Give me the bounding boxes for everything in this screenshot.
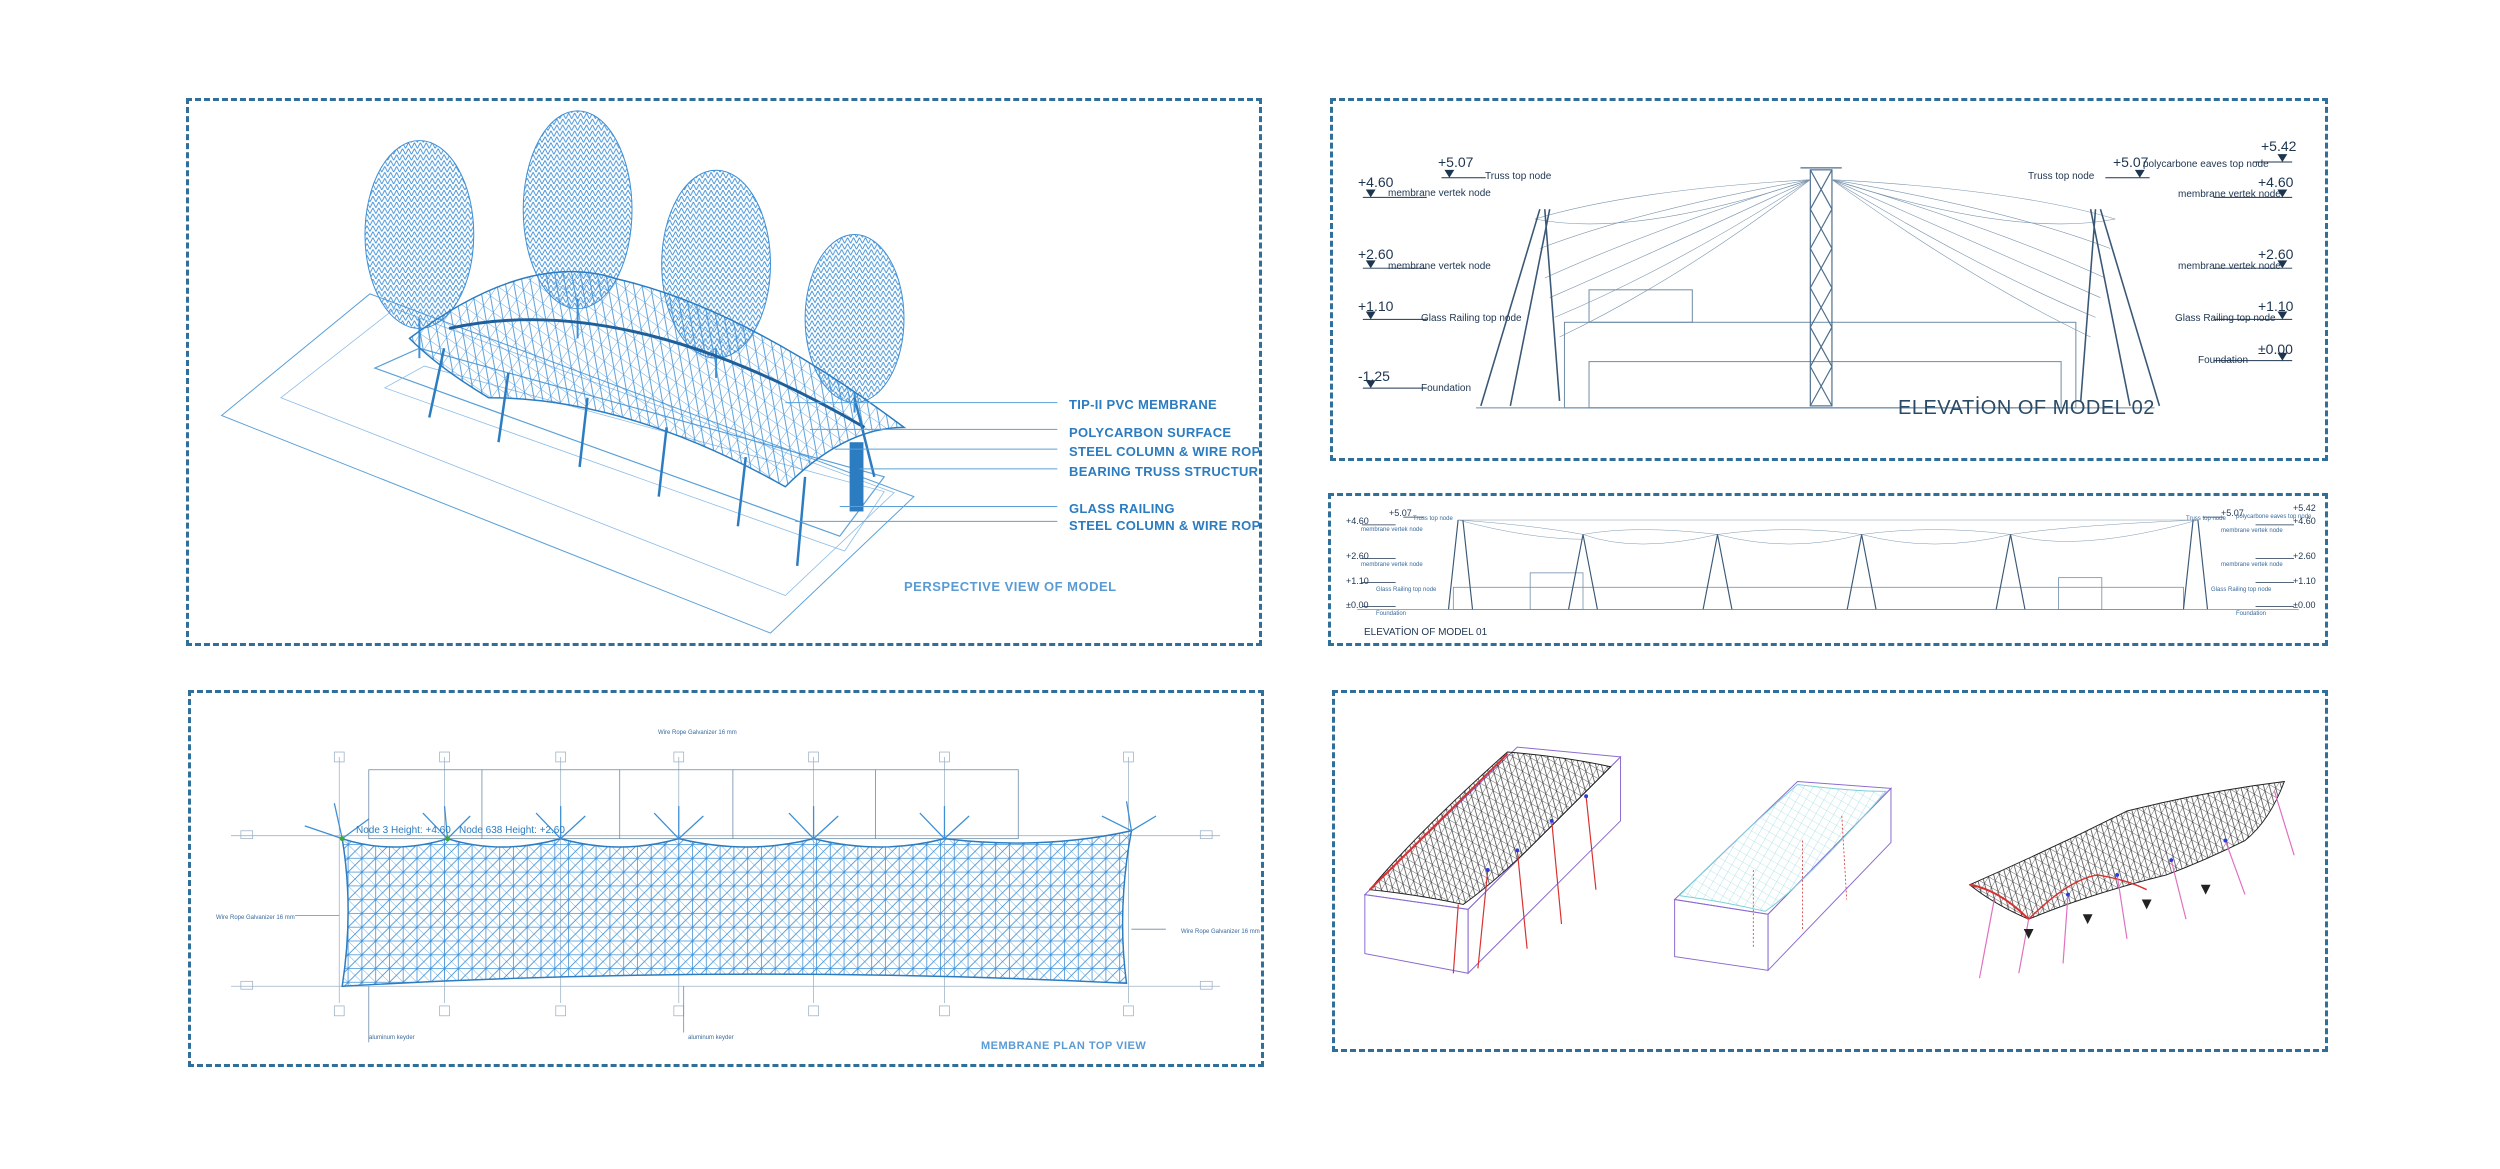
plan-bottom-note-b: aluminum keyder — [688, 1035, 734, 1041]
right-level-label-2: membrane vertek node — [2178, 261, 2281, 272]
right-level-value-1: +4.60 — [2258, 174, 2294, 190]
callout-steel-column-1: STEEL COLUMN & WIRE ROPE — [1069, 444, 1262, 459]
e01-right-label-2: membrane vertek node — [2221, 562, 2283, 568]
right-eaves-value: +5.42 — [2261, 138, 2297, 154]
e01-right-label-4: Foundation — [2236, 611, 2267, 617]
perspective-panel: TIP-II PVC MEMBRANE POLYCARBON SURFACE S… — [186, 98, 1262, 646]
right-level-label-4: Foundation — [2198, 355, 2249, 366]
right-top-value: +5.07 — [2113, 154, 2149, 170]
e01-right-eaves-value: +5.42 — [2293, 503, 2316, 513]
e01-left-top-value: +5.07 — [1389, 508, 1412, 518]
e01-left-value-2: +2.60 — [1346, 551, 1369, 561]
plan-node-638: Node 638 Height: +2.60 — [459, 825, 565, 836]
analysis-models-drawing — [1363, 746, 2295, 979]
e01-left-value-1: +4.60 — [1346, 516, 1369, 526]
membrane-plan-panel: Wire Rope Galvanizer 16 mm Wire Rope Gal… — [188, 690, 1264, 1067]
right-level-label-3: Glass Railing top node — [2175, 313, 2276, 324]
perspective-drawing — [220, 110, 1058, 634]
plan-bottom-note-a: aluminum keyder — [369, 1035, 415, 1041]
callout-steel-column-2: STEEL COLUMN & WIRE ROPE — [1069, 518, 1262, 533]
right-level-value-4: ±0.00 — [2258, 341, 2293, 357]
e01-left-top-label: Truss top node — [1413, 516, 1453, 522]
e01-right-value-1: +4.60 — [2293, 516, 2316, 526]
plan-title: MEMBRANE PLAN TOP VIEW — [981, 1040, 1147, 1052]
plan-left-note: Wire Rope Galvanizer 16 mm — [216, 915, 295, 921]
right-eaves-label: polycarbone eaves top node — [2143, 159, 2269, 170]
plan-top-note: Wire Rope Galvanizer 16 mm — [658, 730, 737, 736]
elevation-01-drawing — [1357, 516, 2299, 610]
callout-glass-railing: GLASS RAILING — [1069, 501, 1175, 516]
left-level-value-1: +4.60 — [1358, 174, 1394, 190]
left-level-value-4: -1.25 — [1358, 368, 1390, 384]
plan-node-3: Node 3 Height: +4.60 — [356, 825, 451, 836]
e01-right-label-3: Glass Railing top node — [2211, 587, 2272, 593]
right-top-label: Truss top node — [2028, 171, 2095, 182]
left-level-label-1: membrane vertek node — [1388, 188, 1491, 199]
left-level-label-4: Foundation — [1421, 383, 1472, 394]
e01-left-label-2: membrane vertek node — [1361, 562, 1423, 568]
tree-group — [364, 110, 905, 413]
analysis-model-1 — [1363, 746, 1622, 975]
left-level-value-2: +2.60 — [1358, 246, 1394, 262]
plan-right-note: Wire Rope Galvanizer 16 mm — [1181, 929, 1260, 935]
left-level-label-3: Glass Railing top node — [1421, 313, 1522, 324]
membrane-plan-drawing — [231, 751, 1221, 1043]
elevation-02-drawing — [1362, 154, 2293, 409]
analysis-model-2 — [1673, 781, 1893, 972]
right-level-label-1: membrane vertek node — [2178, 189, 2281, 200]
e01-right-value-2: +2.60 — [2293, 551, 2316, 561]
e01-left-value-4: ±0.00 — [1346, 600, 1369, 610]
left-level-label-2: membrane vertek node — [1388, 261, 1491, 272]
e01-right-top-label: Truss top node — [2186, 516, 2226, 522]
e01-left-value-3: +1.10 — [1346, 576, 1369, 586]
callout-polycarbon-surface: POLYCARBON SURFACE — [1069, 425, 1232, 440]
e01-left-label-3: Glass Railing top node — [1376, 587, 1437, 593]
callout-pvc-membrane: TIP-II PVC MEMBRANE — [1069, 397, 1217, 412]
membrane-surface — [408, 270, 907, 488]
right-level-value-2: +2.60 — [2258, 246, 2294, 262]
e01-right-label-1: membrane vertek node — [2221, 528, 2283, 534]
e01-right-top-value: +5.07 — [2221, 508, 2244, 518]
elevation-02-panel: +4.60 membrane vertek node +2.60 membran… — [1330, 98, 2328, 461]
e01-left-label-1: membrane vertek node — [1361, 527, 1423, 533]
elevation-01-title: ELEVATİON OF MODEL 01 — [1364, 627, 1488, 638]
analysis-models-panel — [1332, 690, 2328, 1052]
left-top-value: +5.07 — [1438, 154, 1474, 170]
callout-bearing-truss: BEARING TRUSS STRUCTURE — [1069, 464, 1262, 479]
e01-left-label-4: Foundation — [1376, 611, 1407, 617]
left-level-value-3: +1.10 — [1358, 298, 1394, 314]
elevation-02-title: ELEVATİON OF MODEL 02 — [1898, 397, 2155, 419]
perspective-title: PERSPECTIVE VIEW OF MODEL — [904, 579, 1117, 594]
e01-right-value-4: ±0.00 — [2293, 600, 2316, 610]
membrane-mesh — [341, 829, 1133, 988]
elevation-01-panel: +4.60 membrane vertek node +2.60 membran… — [1328, 493, 2328, 646]
e01-right-eaves-label: polycarbone eaves top node — [2236, 514, 2312, 520]
right-level-value-3: +1.10 — [2258, 298, 2294, 314]
left-top-label: Truss top node — [1485, 171, 1552, 182]
e01-right-value-3: +1.10 — [2293, 576, 2316, 586]
analysis-model-3 — [1968, 780, 2295, 979]
